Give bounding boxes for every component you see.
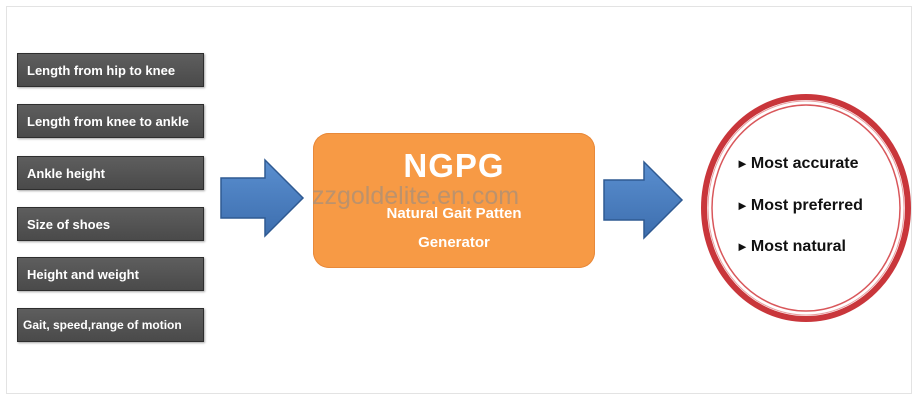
outcome-item-preferred: ►Most preferred — [736, 197, 863, 214]
input-box-gait-speed: Gait, speed,range of motion — [17, 308, 204, 342]
diagram-frame — [6, 6, 912, 394]
triangle-bullet-icon: ► — [736, 156, 749, 171]
input-box-ankle-height: Ankle height — [17, 156, 204, 190]
outcome-ring — [701, 94, 911, 322]
triangle-bullet-icon: ► — [736, 198, 749, 213]
input-box-height-weight: Height and weight — [17, 257, 204, 291]
outcome-item-natural: ►Most natural — [736, 238, 846, 255]
input-box-knee-ankle: Length from knee to ankle — [17, 104, 204, 138]
ngpg-generator-box: NGPG Natural Gait Patten Generator — [313, 133, 595, 268]
input-box-hip-knee: Length from hip to knee — [17, 53, 204, 87]
generator-subtitle-line2: Generator — [418, 234, 490, 251]
generator-subtitle-line1: Natural Gait Patten — [386, 205, 522, 222]
right-arrow-icon-2 — [603, 160, 684, 240]
generator-title: NGPG — [403, 147, 505, 184]
outcome-item-accurate: ►Most accurate — [736, 155, 859, 172]
right-arrow-icon — [220, 158, 305, 238]
input-box-shoe-size: Size of shoes — [17, 207, 204, 241]
triangle-bullet-icon: ► — [736, 239, 749, 254]
